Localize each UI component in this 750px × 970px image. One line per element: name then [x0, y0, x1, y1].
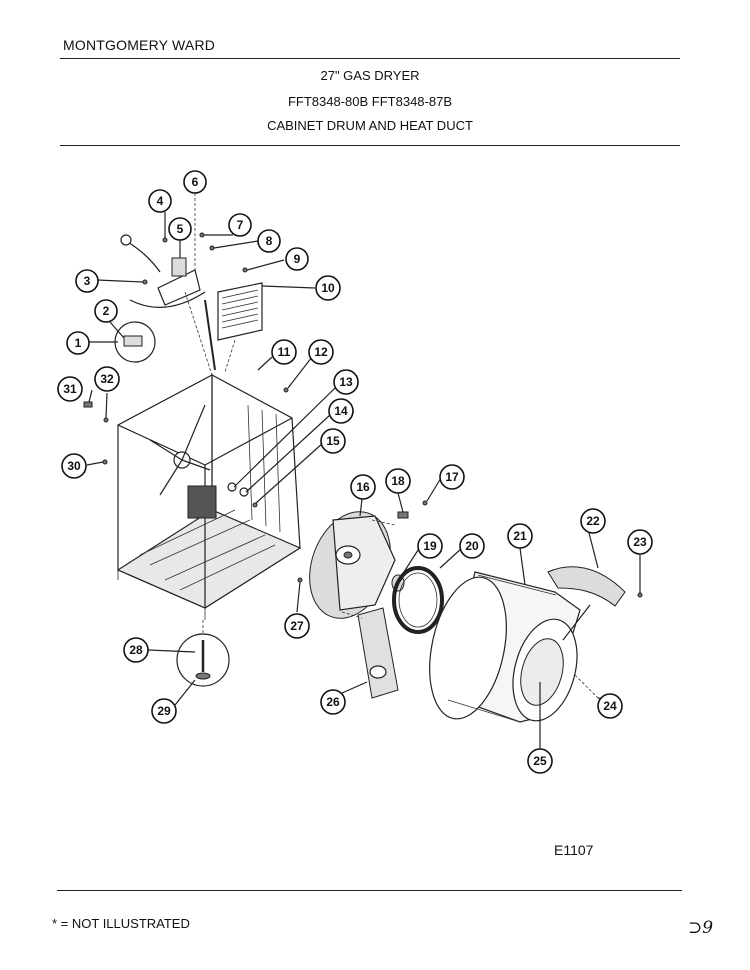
- callout-7: 7: [228, 213, 252, 237]
- svg-text:22: 22: [586, 514, 600, 528]
- callout-21: 21: [507, 523, 533, 549]
- callout-29: 29: [151, 698, 177, 724]
- svg-text:13: 13: [339, 375, 353, 389]
- callout-30: 30: [61, 453, 87, 479]
- callout-5: 5: [168, 217, 192, 241]
- callout-9: 9: [285, 247, 309, 271]
- heat-duct: [341, 607, 399, 699]
- cabinet: [116, 373, 302, 620]
- drum: [429, 571, 581, 723]
- svg-text:19: 19: [423, 539, 437, 553]
- brand-name: MONTGOMERY WARD: [63, 37, 216, 53]
- svg-text:29: 29: [157, 704, 171, 718]
- callout-23: 23: [627, 529, 653, 555]
- detail-circle-switch: [114, 321, 156, 363]
- callout-4: 4: [148, 189, 172, 213]
- callout-15: 15: [320, 428, 346, 454]
- svg-text:12: 12: [314, 345, 328, 359]
- svg-text:14: 14: [334, 404, 348, 418]
- svg-text:32: 32: [100, 372, 114, 386]
- callout-10: 10: [315, 275, 341, 301]
- callout-8: 8: [257, 229, 281, 253]
- svg-text:1: 1: [75, 336, 82, 350]
- svg-text:3: 3: [84, 274, 91, 288]
- svg-text:10: 10: [321, 281, 335, 295]
- rear-bulkhead: [309, 511, 396, 619]
- svg-text:28: 28: [129, 643, 143, 657]
- detail-circle-leveling-leg: [176, 620, 230, 687]
- callout-14: 14: [328, 398, 354, 424]
- svg-text:27: 27: [290, 619, 304, 633]
- svg-text:30: 30: [67, 459, 81, 473]
- callout-17: 17: [439, 464, 465, 490]
- callout-2: 2: [94, 299, 118, 323]
- callout-27: 27: [284, 613, 310, 639]
- callout-13: 13: [333, 369, 359, 395]
- svg-text:5: 5: [177, 222, 184, 236]
- page-mark: ⊃9: [688, 918, 714, 938]
- callout-18: 18: [385, 468, 411, 494]
- callout-3: 3: [75, 269, 99, 293]
- diagram-code: E1107: [554, 842, 594, 858]
- callout-31: 31: [57, 376, 83, 402]
- svg-text:25: 25: [533, 754, 547, 768]
- footer-rule: [57, 890, 682, 891]
- svg-text:20: 20: [465, 539, 479, 553]
- callout-1: 1: [66, 331, 90, 355]
- section-title: CABINET DRUM AND HEAT DUCT: [267, 118, 473, 133]
- svg-text:11: 11: [278, 345, 291, 359]
- svg-text:17: 17: [445, 470, 459, 484]
- svg-text:6: 6: [192, 175, 199, 189]
- screws: [83, 232, 643, 598]
- drum-bearing-and-seal: [391, 566, 444, 634]
- callout-16: 16: [350, 474, 376, 500]
- callout-6: 6: [183, 170, 207, 194]
- svg-text:9: 9: [294, 252, 301, 266]
- callout-28: 28: [123, 637, 149, 663]
- leader-lines: [86, 212, 641, 706]
- svg-text:26: 26: [326, 695, 340, 709]
- title-rule: [60, 145, 680, 146]
- header-rule: [60, 58, 680, 59]
- callout-20: 20: [459, 533, 485, 559]
- svg-text:18: 18: [391, 474, 405, 488]
- callout-32: 32: [94, 366, 120, 392]
- model-numbers: FFT8348-80B FFT8348-87B: [287, 94, 453, 109]
- callout-11: 11: [271, 339, 297, 365]
- callout-19: 19: [417, 533, 443, 559]
- svg-text:7: 7: [237, 218, 244, 232]
- drum-baffle: [547, 566, 626, 641]
- svg-text:8: 8: [266, 234, 273, 248]
- svg-text:21: 21: [513, 529, 527, 543]
- svg-text:4: 4: [157, 194, 164, 208]
- product-title: 27" GAS DRYER: [320, 68, 420, 83]
- lint-grille: [217, 282, 263, 373]
- callout-12: 12: [308, 339, 334, 365]
- callout-22: 22: [580, 508, 606, 534]
- callout-24: 24: [597, 693, 623, 719]
- svg-text:31: 31: [63, 382, 77, 396]
- svg-text:16: 16: [356, 480, 370, 494]
- svg-text:23: 23: [633, 535, 647, 549]
- top-bracket-assembly: [120, 193, 216, 376]
- not-illustrated-note: * = NOT ILLUSTRATED: [52, 916, 190, 931]
- svg-text:2: 2: [103, 304, 110, 318]
- callout-26: 26: [320, 689, 346, 715]
- svg-text:15: 15: [326, 434, 340, 448]
- svg-text:24: 24: [603, 699, 617, 713]
- callout-25: 25: [527, 748, 553, 774]
